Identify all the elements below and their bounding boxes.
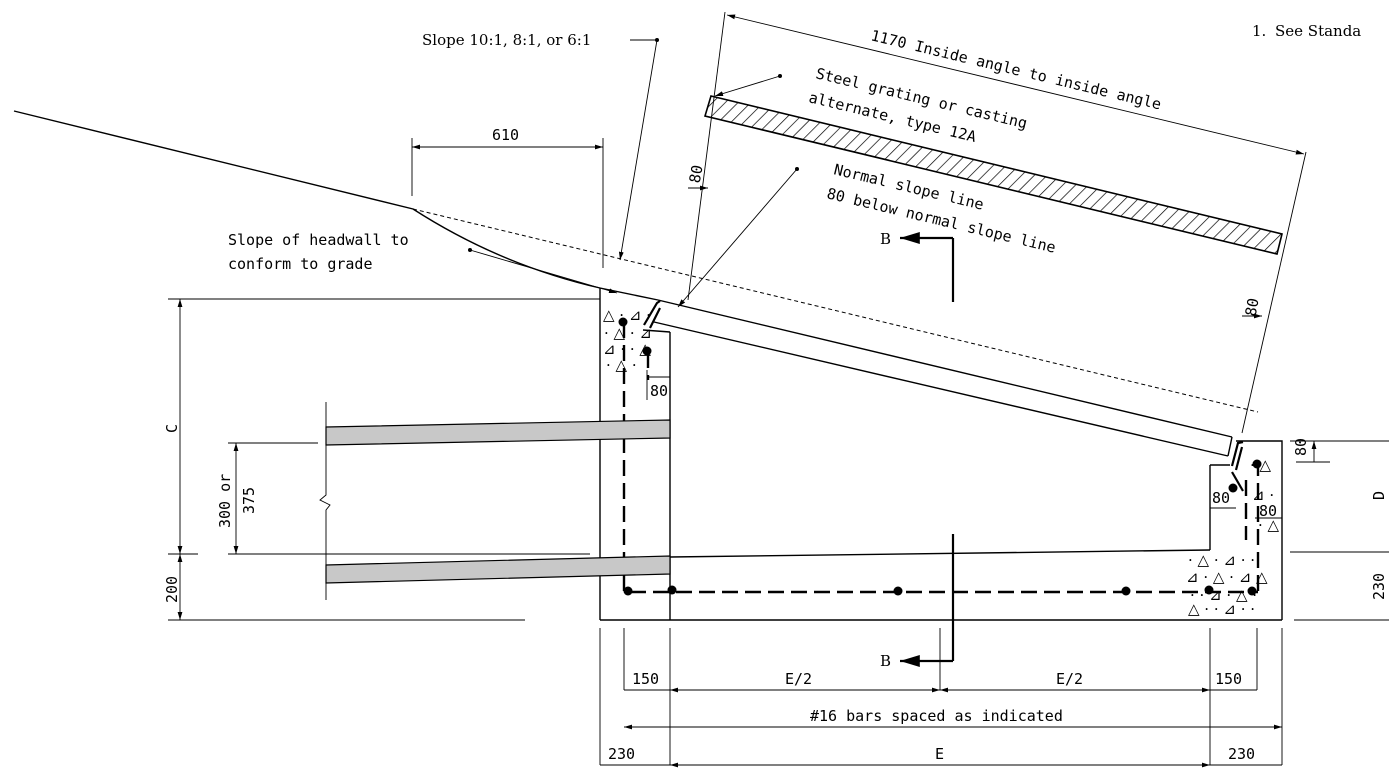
svg-text:· △ · ⊿ · ·: · △ · ⊿ · · [1188,551,1255,569]
ground-slope [13,110,1259,413]
dim-610: 610 [492,126,519,144]
dim-150-right: 150 [1215,670,1242,688]
svg-text:· △ · ⊿: · △ · ⊿ [604,324,652,342]
dim-200: 200 [163,576,181,603]
dim-e-half-right: E/2 [1056,670,1083,688]
dim-grate-offset-right: 80 [1242,297,1263,318]
dim-230-left-wall: 230 [608,745,635,763]
section-marker-bottom: B [880,652,891,670]
dim-ledge-right-a: 80 [1212,489,1230,507]
headwall-slope-label-1: Slope of headwall to [228,231,409,249]
note-number: 1. [1252,22,1266,40]
dim-d: D [1370,491,1388,500]
svg-text:⊿ · · △: ⊿ · · △ [603,340,651,358]
leader-lines [468,38,799,308]
svg-text:⊿ · △ · ⊿ △: ⊿ · △ · ⊿ △ [1186,568,1268,586]
grate-slab [653,299,1233,457]
section-cut [900,232,955,667]
dim-pipe-300: 300 or [216,474,234,528]
svg-text:△ · · ⊿ · ·: △ · · ⊿ · · [1188,600,1255,618]
slope-options-label: Slope 10:1, 8:1, or 6:1 [422,31,591,49]
svg-text:· △ ·: · △ · [606,356,637,374]
dim-ledge-right-b: 80 [1259,502,1277,520]
svg-text:△ · ⊿ ·: △ · ⊿ · [603,306,651,324]
dim-230-right-wall: 230 [1228,745,1255,763]
dim-grate-offset-left: 80 [686,164,707,185]
dim-e: E [935,745,944,763]
dim-pipe-375: 375 [240,487,258,514]
note-text: See Standa [1275,22,1361,40]
dim-ledge-right-top: 80 [1292,438,1310,456]
headwall-slope-label-2: conform to grade [228,255,373,273]
dim-150-left: 150 [632,670,659,688]
dim-c: C [163,424,181,433]
dimension-lines [177,14,1330,768]
base-slab [600,322,1282,621]
svg-text:· △: · △ [1258,516,1280,534]
dim-e-half-left: E/2 [785,670,812,688]
dim-230-right: 230 [1370,573,1388,600]
section-marker-top: B [880,230,891,248]
extension-lines [168,11,1389,765]
inlet-pipe [319,402,671,600]
dim-bars-spacing: #16 bars spaced as indicated [810,707,1063,725]
rebar-dots [618,317,1262,596]
dim-ledge-left: 80 [650,382,668,400]
